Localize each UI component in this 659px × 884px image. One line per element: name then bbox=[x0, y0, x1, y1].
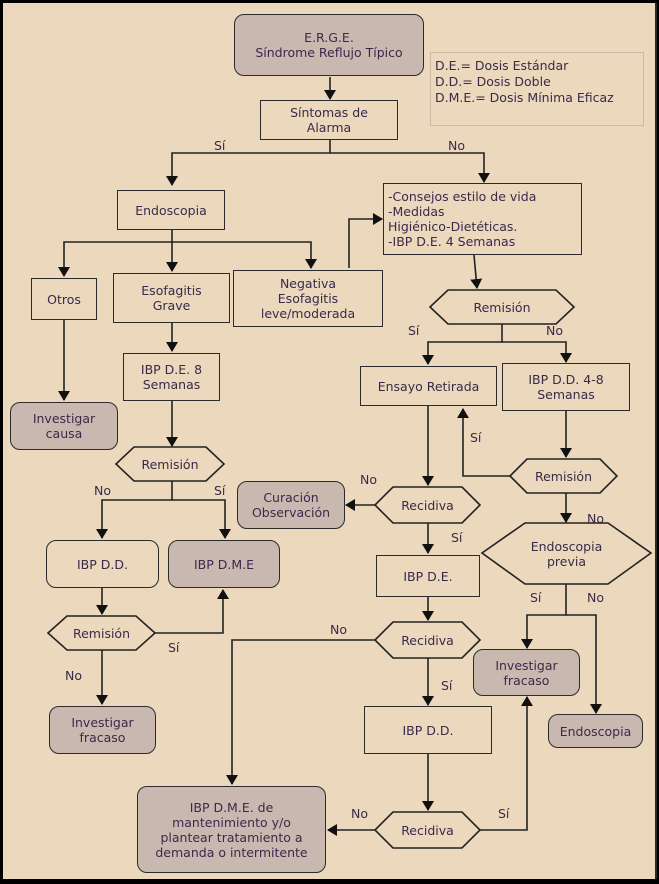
edge-label-rem3-no: No bbox=[587, 511, 604, 526]
edge-label-endo-prev-no: No bbox=[587, 590, 604, 605]
decision-recidiva-2 bbox=[373, 621, 482, 659]
edge-endoscopia-negativa bbox=[172, 241, 317, 269]
node-ibp-dme[interactable]: IBP D.M.E bbox=[168, 540, 280, 588]
edge-label-rem4-si: Sí bbox=[168, 640, 180, 655]
label-recidiva-2[interactable]: Recidiva bbox=[401, 632, 454, 648]
edge-label-rec3-si: Sí bbox=[498, 806, 510, 821]
edge-rem3-ensayo bbox=[457, 408, 510, 477]
decision-recidiva-1 bbox=[373, 486, 482, 524]
label-recidiva-3[interactable]: Recidiva bbox=[401, 822, 454, 838]
decision-remision-2 bbox=[114, 446, 226, 482]
edge-label-rec2-si: Sí bbox=[441, 678, 453, 693]
legend-item: D.D.= Dosis Doble bbox=[435, 74, 551, 89]
edge-rem4-ibpdme bbox=[155, 589, 229, 634]
node-curacion-observacion[interactable]: Curación Observación bbox=[237, 481, 345, 529]
node-ibp-dd-center[interactable]: IBP D.D. bbox=[364, 706, 492, 754]
legend-item: D.E.= Dosis Estándar bbox=[435, 58, 569, 73]
edge-endoscopia-otros bbox=[58, 229, 173, 277]
legend-box: D.E.= Dosis Estándar D.D.= Dosis Doble D… bbox=[430, 52, 644, 126]
edge-label-rem1-no: No bbox=[546, 323, 563, 338]
label-remision-3[interactable]: Remisión bbox=[534, 468, 593, 484]
node-endoscopia[interactable]: Endoscopia bbox=[117, 190, 225, 230]
edge-label-rec3-no: No bbox=[351, 806, 368, 821]
edge-label-rec1-si: Sí bbox=[451, 530, 463, 545]
node-ibp-dme-mantenimiento[interactable]: IBP D.M.E. de mantenimiento y/o plantear… bbox=[137, 786, 326, 873]
edge-negativa-consejos bbox=[348, 213, 383, 268]
legend-item: D.M.E.= Dosis Mínima Eficaz bbox=[435, 90, 614, 105]
edge-rem1-ensayo bbox=[422, 324, 503, 365]
edge-label-rem4-no: No bbox=[65, 668, 82, 683]
node-investigar-fracaso-left[interactable]: Investigar fracaso bbox=[49, 706, 156, 754]
node-esofagitis-grave[interactable]: Esofagitis Grave bbox=[113, 273, 230, 323]
edge-label-rem3-si: Sí bbox=[470, 430, 482, 445]
node-ensayo-retirada[interactable]: Ensayo Retirada bbox=[360, 366, 497, 406]
edge-consejos-remision bbox=[470, 254, 483, 289]
edge-sintomas-endoscopia bbox=[166, 140, 331, 186]
edge-label-rem1-si: Sí bbox=[408, 323, 420, 338]
node-negativa[interactable]: Negativa Esofagitis leve/moderada bbox=[233, 270, 383, 327]
edge-label-rec2-no: No bbox=[330, 622, 347, 637]
edge-rem1-ibpdd48 bbox=[502, 341, 572, 363]
node-investigar-causa[interactable]: Investigar causa bbox=[10, 402, 118, 450]
label-endoscopia-previa[interactable]: Endoscopia previa bbox=[530, 538, 603, 569]
node-erge[interactable]: E.R.G.E. Síndrome Reflujo Típico bbox=[234, 14, 424, 76]
decision-remision-1 bbox=[428, 289, 576, 325]
edge-rem2-ibpdd bbox=[96, 481, 173, 539]
node-ibp-de[interactable]: IBP D.E. bbox=[376, 555, 480, 597]
node-ibp-de-8-semanas[interactable]: IBP D.E. 8 Semanas bbox=[123, 353, 220, 401]
edge-endoprevia-investigar bbox=[521, 584, 567, 649]
label-recidiva-1[interactable]: Recidiva bbox=[401, 497, 454, 513]
edge-label-endo-prev-si: Sí bbox=[530, 590, 542, 605]
decision-endoscopia-previa bbox=[480, 522, 653, 585]
edge-rem2-ibpdme bbox=[172, 499, 231, 539]
edge-label-rec1-no: No bbox=[360, 472, 377, 487]
edge-label-rem2-si: Sí bbox=[214, 483, 226, 498]
edge-rec3-investigar bbox=[480, 696, 533, 831]
node-ibp-dd-left[interactable]: IBP D.D. bbox=[46, 540, 159, 588]
label-remision-2[interactable]: Remisión bbox=[141, 456, 199, 472]
edge-label-alarma-no: No bbox=[448, 138, 465, 153]
node-ibp-dd-4-8-semanas[interactable]: IBP D.D. 4-8 Semanas bbox=[502, 363, 630, 411]
node-endoscopia-end[interactable]: Endoscopia bbox=[548, 714, 643, 748]
node-sintomas-alarma[interactable]: Síntomas de Alarma bbox=[260, 100, 398, 140]
edge-sintomas-consejos bbox=[330, 152, 490, 183]
edge-endoprevia-endoscopia bbox=[566, 614, 602, 714]
edge-label-rem2-no: No bbox=[94, 483, 111, 498]
node-consejos[interactable]: -Consejos estilo de vida -Medidas Higién… bbox=[383, 183, 582, 255]
decision-remision-3 bbox=[508, 458, 619, 494]
edge-rec2-ibpdme-mant bbox=[226, 639, 375, 785]
label-remision-4[interactable]: Remisión bbox=[72, 625, 131, 641]
label-remision-1[interactable]: Remisión bbox=[473, 299, 531, 315]
node-investigar-fracaso-right[interactable]: Investigar fracaso bbox=[473, 649, 580, 696]
edge-label-alarma-si: Sí bbox=[214, 138, 226, 153]
node-otros[interactable]: Otros bbox=[31, 278, 97, 320]
